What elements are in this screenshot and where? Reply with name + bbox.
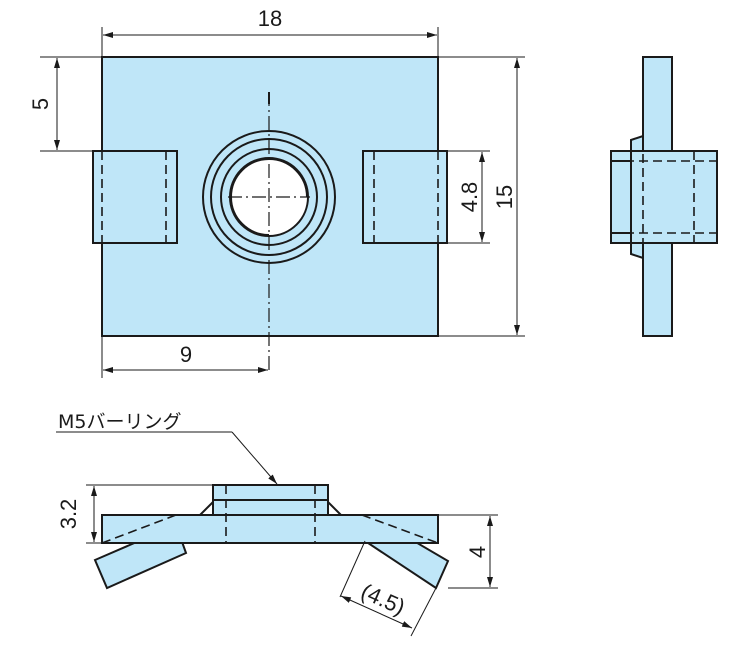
dim-slot-height-4-8: 4.8 [457,182,482,213]
dim-burring-3-2: 3.2 [56,499,81,530]
dim-tab-length-4-5: (4.5) [357,579,409,620]
front-view: 18 5 4.8 15 9 [28,6,525,378]
dim-center-offset-9: 9 [180,342,192,367]
side-view [610,56,718,337]
dim-thickness-4: 4 [465,546,490,558]
bottom-view: M5バーリング 3.2 4 (4.5) [56,411,498,637]
right-slot [362,150,448,244]
left-slot [92,150,178,244]
dim-width-18: 18 [258,6,282,31]
dim-height-15: 15 [492,185,517,209]
dim-slot-offset-5: 5 [28,98,53,110]
side-tabs [610,150,718,244]
burring-note: M5バーリング [58,411,181,433]
bottom-plate [101,514,439,544]
